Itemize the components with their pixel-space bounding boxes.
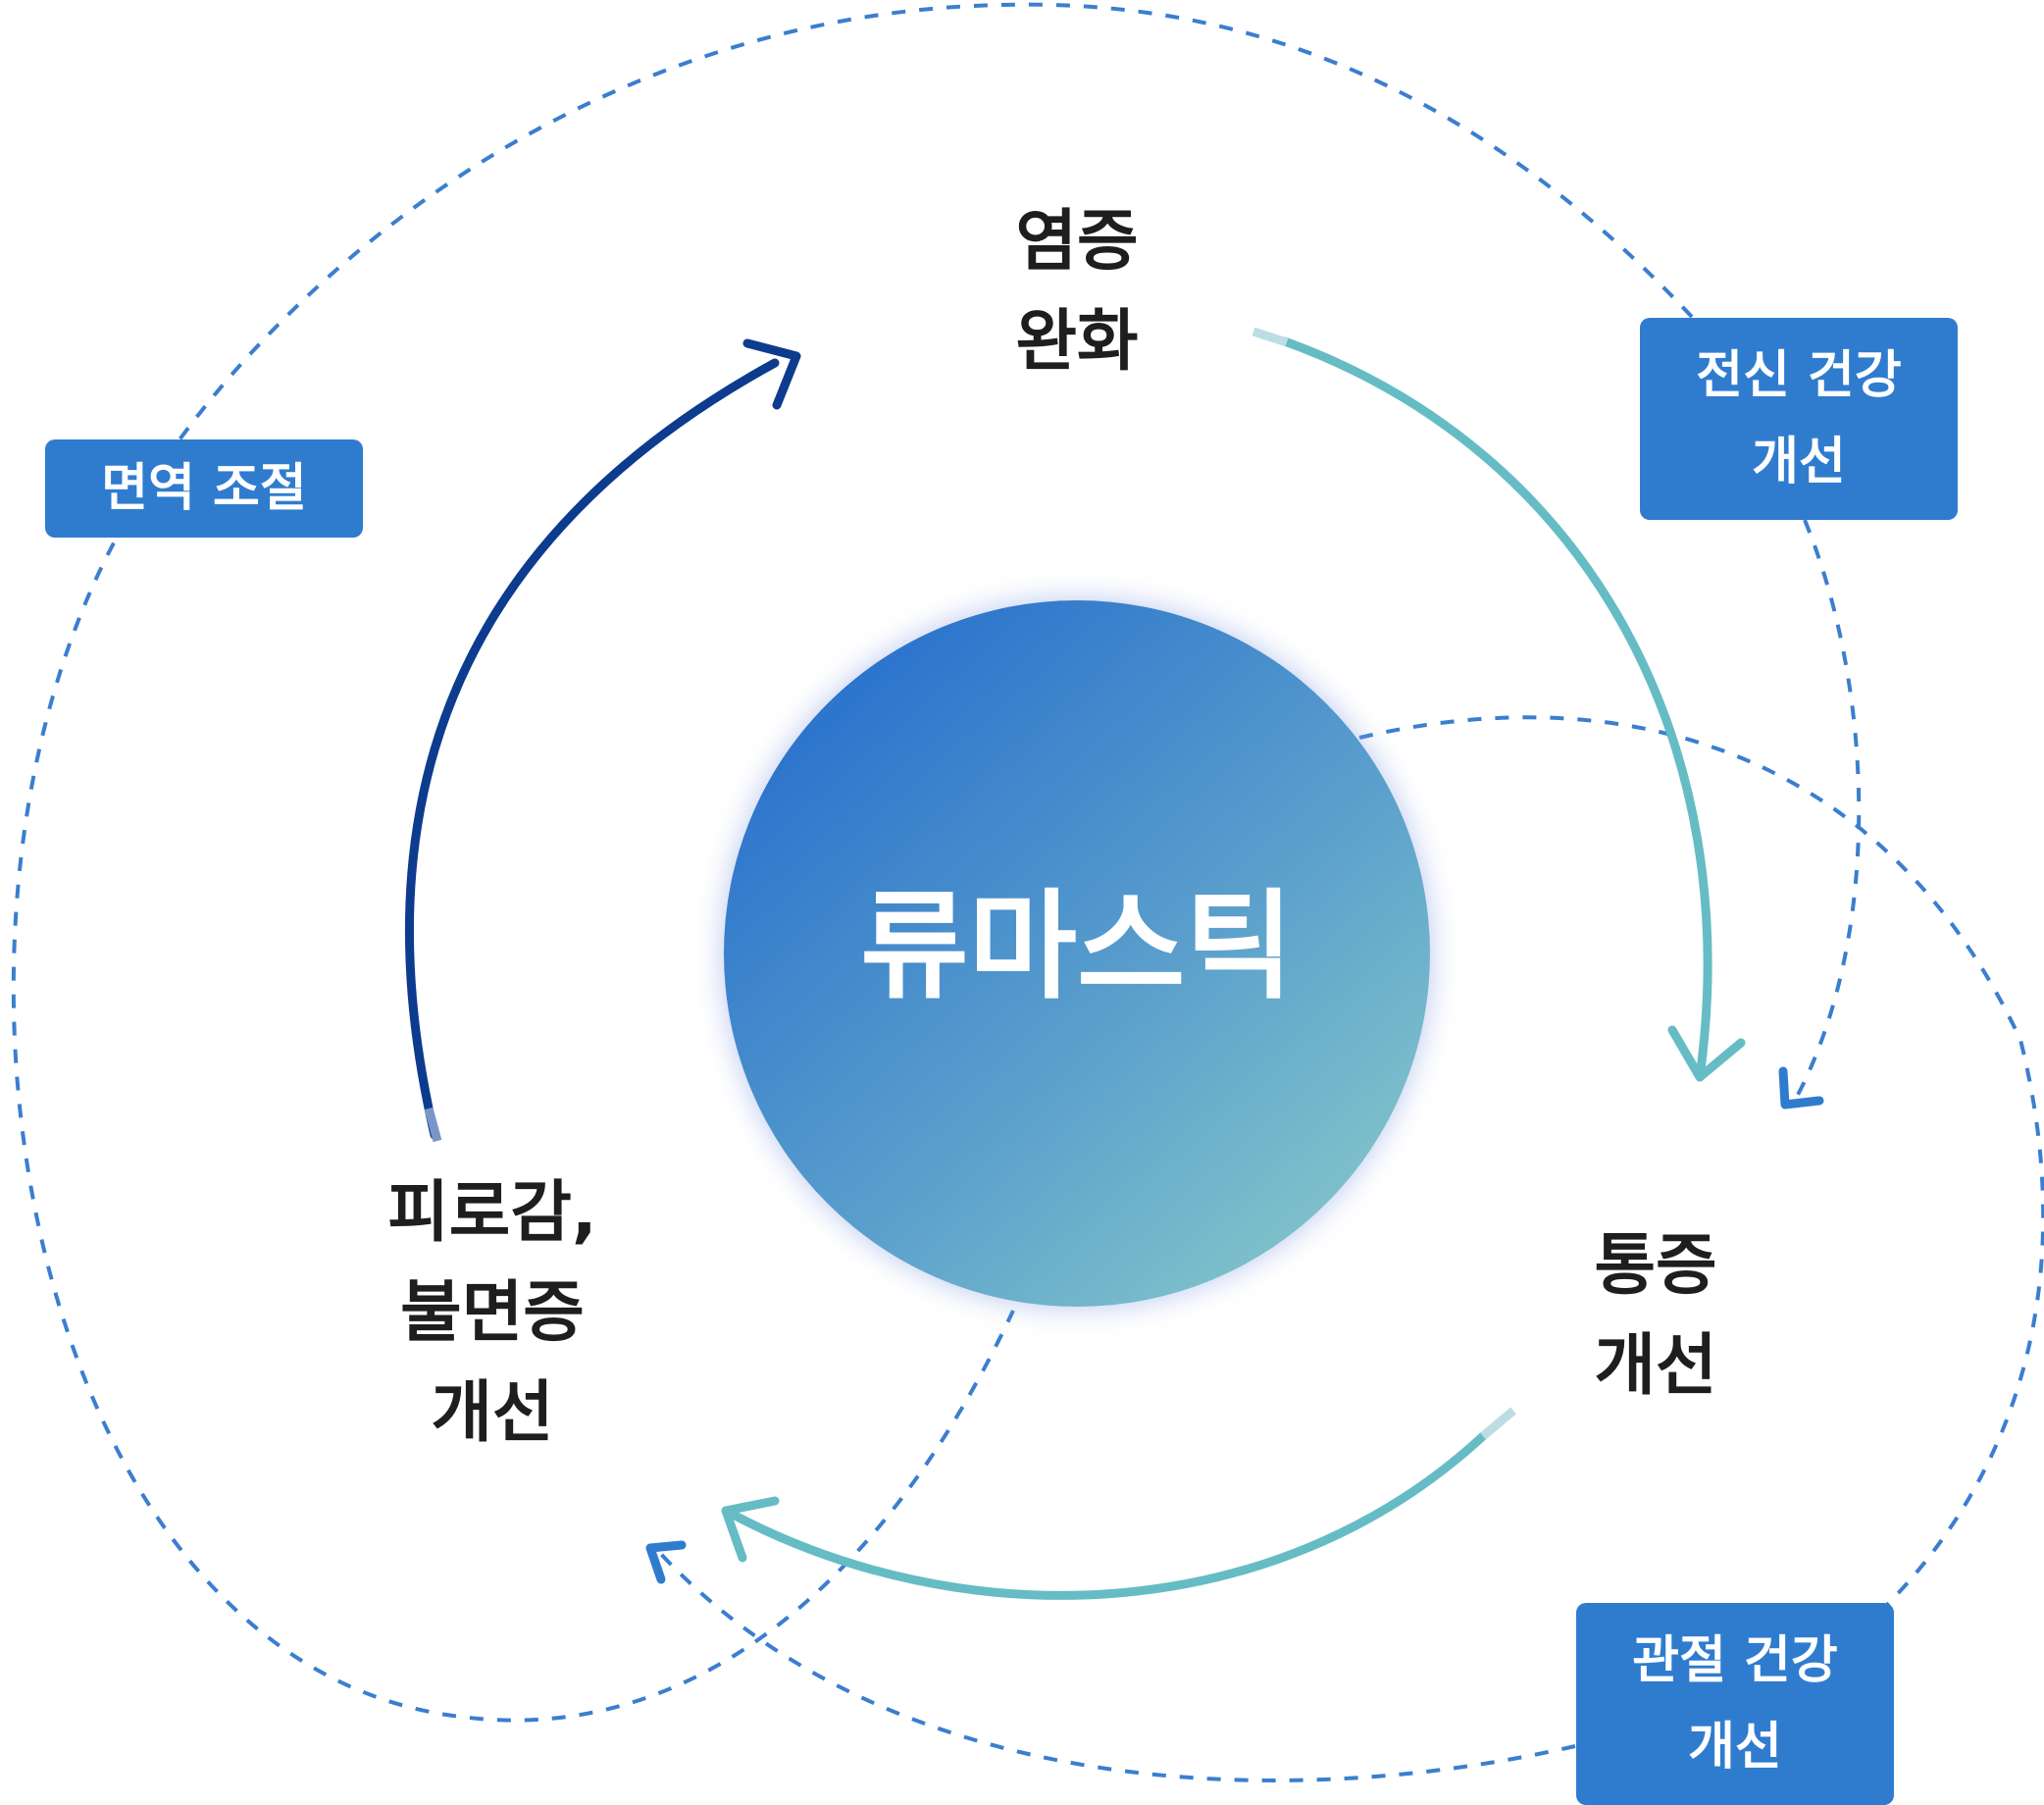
badge-body-line1: 전신 건강 [1696,346,1902,405]
arrow-fatigue-to-inflammation-tail [424,1107,442,1143]
stage-inflammation-line2: 완화 [1015,303,1139,381]
center-label: 류마스틱 [860,879,1294,1015]
arrow-fatigue-to-inflammation [405,358,780,1140]
arrow-inflammation-to-pain [1280,336,1712,1082]
stage-pain: 통증 개선 [1499,1216,1813,1417]
dashed-arc-joint-to-fatigue [655,1548,1576,1782]
arrow-pain-to-fatigue-tail [1480,1407,1516,1440]
dashed-arc-center-to-joint [1358,715,2044,1611]
arrowhead-fatigue [721,1496,780,1563]
stage-fatigue: 피로감, 불면증 개선 [335,1163,649,1464]
arrowhead-inflammation [742,338,801,410]
badge-joint-health: 관절 건강 개선 [1576,1603,1894,1805]
badge-body-health: 전신 건강 개선 [1640,318,1958,520]
stage-inflammation-line1: 염증 [1015,203,1139,281]
dashed-arc-body-to-pain [1795,519,1862,1098]
stage-fatigue-line3: 개선 [431,1374,554,1452]
stage-fatigue-line2: 불면증 [400,1274,585,1352]
badge-body-line2: 개선 [1752,433,1846,491]
stage-pain-line1: 통증 [1594,1227,1717,1305]
stage-pain-line2: 개선 [1594,1327,1717,1405]
dashed-arrowhead-fatigue [645,1540,687,1584]
stage-inflammation: 염증 완화 [920,192,1234,392]
dashed-arrowhead-pain [1778,1066,1824,1109]
badge-joint-line2: 개선 [1688,1718,1782,1777]
arrow-inflammation-to-pain-tail [1252,327,1289,347]
badge-joint-line1: 관절 건강 [1632,1631,1838,1690]
arrow-pain-to-fatigue [721,1431,1488,1600]
badge-immune-line1: 면역 조절 [101,459,307,518]
arrowhead-pain [1667,1025,1746,1082]
badge-immune: 면역 조절 [45,439,363,538]
center-circle [724,600,1430,1307]
stage-fatigue-line1: 피로감, [387,1174,597,1252]
